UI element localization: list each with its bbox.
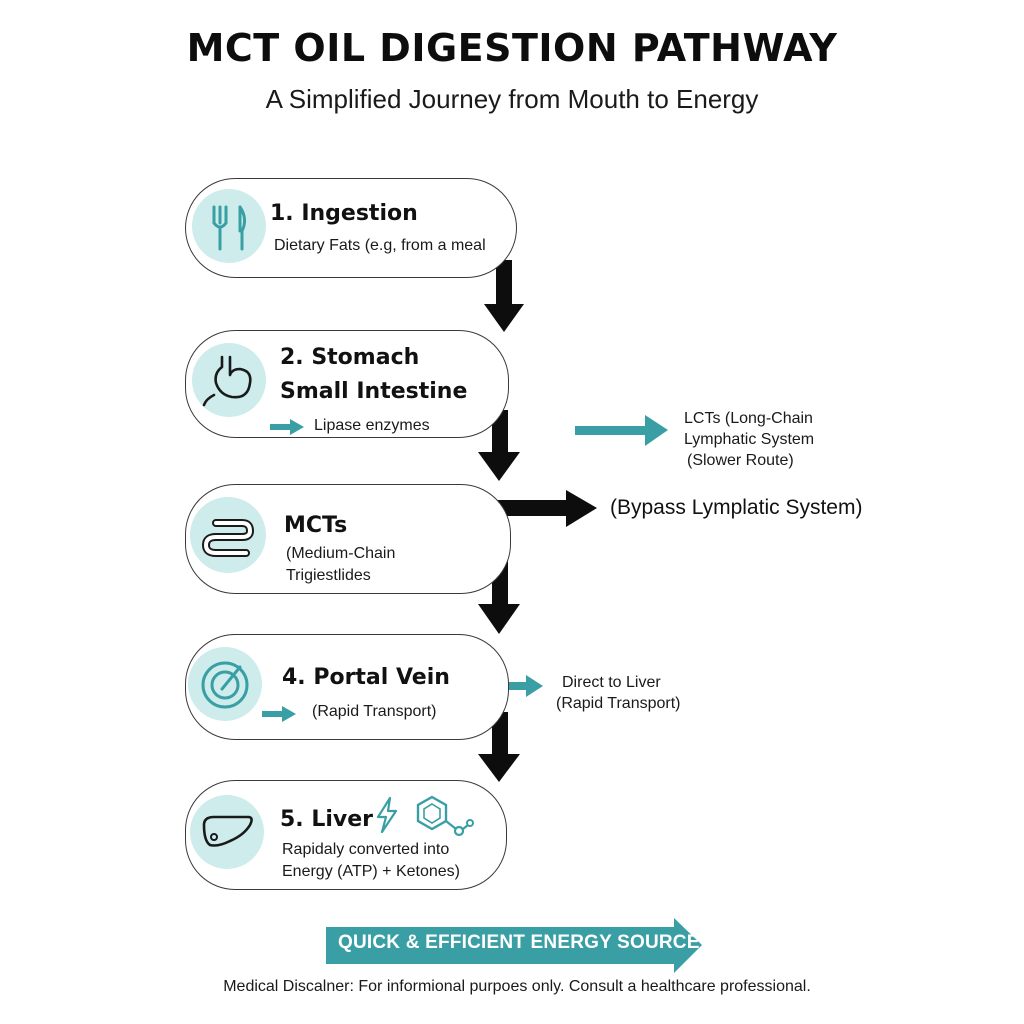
intestine-icon [190,497,266,573]
direct-liver-note: Direct to Liver (Rapid Transport) [556,672,681,714]
diagram-title: MCT OIL DIGESTION PATHWAY [186,26,838,70]
step-3-title: MCTs [284,513,348,538]
step-5-text-line2: Energy (ATP) + Ketones) [282,863,460,880]
portal-vein-icon [188,647,262,721]
right-arrow-bypass [498,490,597,527]
molecule-icon [416,795,474,837]
diagram-subtitle: A Simplified Journey from Mouth to Energ… [265,84,759,114]
liver-icon [190,795,264,869]
step-2-title-line2: Small Intestine [280,379,468,404]
step-ingestion: 1. Ingestion Dietary Fats (e.g, from a m… [185,178,517,278]
lightning-icon [376,796,398,834]
step-mcts: MCTs (Medium-Chain Trigiestlides [185,484,511,594]
teal-arrow-lipase [270,419,304,435]
teal-arrow-lct [575,415,668,446]
direct-note-line1: Direct to Liver [562,674,661,691]
step-4-text: (Rapid Transport) [312,703,437,720]
step-3-text-line2: Trigiestlides [286,567,371,584]
bypass-note: (Bypass Lymplatic System) [610,496,863,519]
lct-note-line2: Lymphatic System [684,431,815,448]
step-1-text: Dietary Fats (e.g, from a meal [274,237,486,254]
teal-arrow-transport [262,706,296,722]
energy-banner-text: QUICK & EFFICIENT ENERGY SOURCE [338,932,700,953]
step-3-text-line1: (Medium-Chain [286,545,396,562]
step-2-title: 2. Stomach [280,345,420,370]
down-arrow-1 [484,260,524,332]
lct-note: LCTs (Long-Chain Lymphatic System (Slowe… [684,408,814,471]
step-liver: 5. Liver Rapidaly converted into Energy … [185,780,507,890]
energy-banner-arrow [326,918,702,973]
stomach-icon [192,343,266,417]
step-1-title: 1. Ingestion [270,201,418,226]
step-stomach: 2. Stomach Small Intestine Lipase enzyme… [185,330,509,438]
step-portal-vein: 4. Portal Vein (Rapid Transport) [185,634,509,740]
medical-disclaimer: Medical Discalner: For informional purpo… [223,978,811,995]
direct-note-line2: (Rapid Transport) [556,695,681,712]
teal-arrow-direct [508,675,543,697]
lct-note-line3: (Slower Route) [687,452,794,469]
lct-note-line1: LCTs (Long-Chain [684,410,813,427]
fork-knife-icon [192,189,266,263]
step-5-title: 5. Liver [280,807,373,832]
step-5-text-line1: Rapidaly converted into [282,841,450,858]
step-2-text: Lipase enzymes [314,417,430,434]
step-4-title: 4. Portal Vein [282,665,450,690]
